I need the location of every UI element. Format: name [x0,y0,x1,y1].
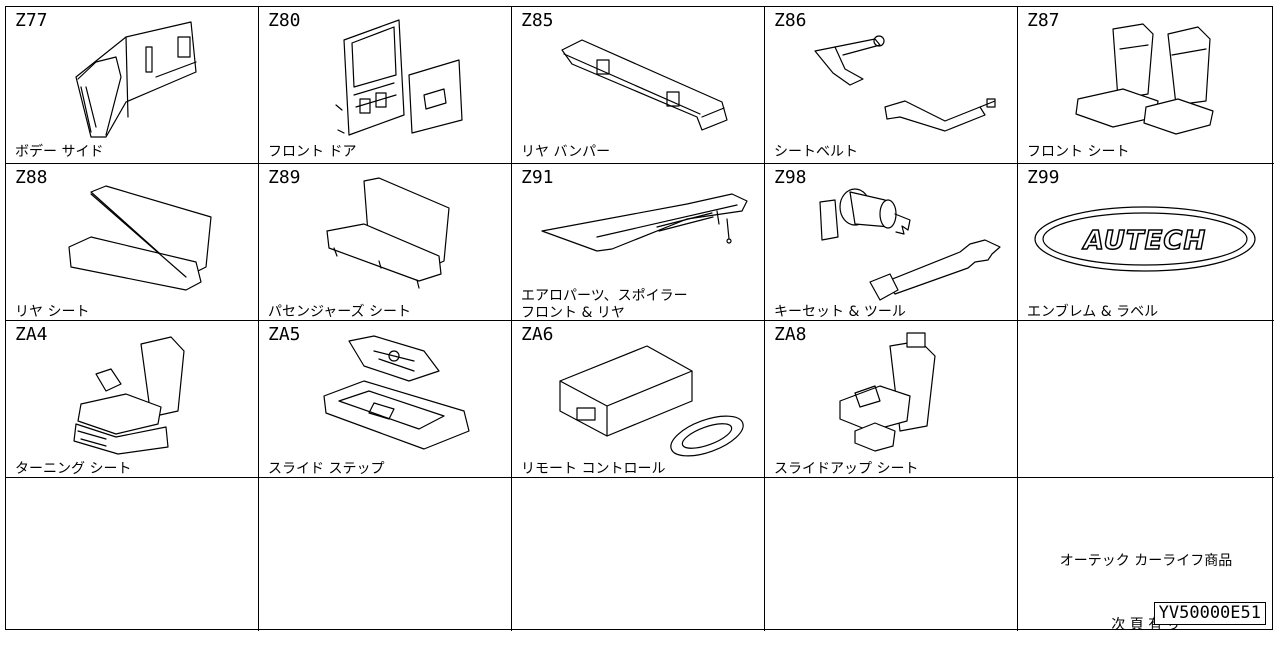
slide-step-icon [323,335,470,450]
note-line-1: オーテック カーライフ商品 [1059,553,1233,569]
emblem-icon: AUTECH [1034,206,1256,272]
part-code: Z88 [15,167,48,188]
part-label: ターニング シート [15,461,132,477]
part-label: スライドアップ シート [774,461,919,477]
part-label: エンブレム & ラベル [1027,304,1159,320]
next-page-note: オーテック カーライフ商品 次 頁 有 り [1018,518,1274,666]
cell-empty-r3c5 [1018,321,1274,478]
part-label: スライド ステップ [268,461,385,477]
body-side-panel-icon [75,21,197,138]
part-code: Z77 [15,10,48,31]
part-label: キーセット & ツール [774,304,906,320]
parts-catalog-grid: Z77 ボデー サイド Z80 フロント ドア Z85 [5,6,1274,633]
remote-control-icon [559,345,744,457]
part-code: Z80 [268,10,301,31]
emblem-text: AUTECH [1082,226,1206,256]
part-label: フロント シート [1027,144,1130,160]
part-label: リモート コントロール [521,461,666,477]
seat-belt-icon [814,35,996,132]
cell-empty-r4c2 [259,478,512,631]
part-label: リヤ バンパー [521,144,611,160]
slide-up-seat-icon [839,332,936,452]
part-code: ZA8 [774,324,807,345]
part-label: ボデー サイド [15,144,104,160]
cell-z99[interactable]: Z99 AUTECH エンブレム & ラベル [1018,164,1274,321]
part-code: ZA6 [521,324,554,345]
part-label: リヤ シート [15,304,90,320]
turning-seat-icon [73,336,185,455]
cell-note: オーテック カーライフ商品 次 頁 有 り [1018,478,1274,633]
part-code: Z91 [521,167,554,188]
part-code: Z87 [1027,10,1060,31]
part-label: エアロパーツ、スポイラー フロント & リヤ [521,288,688,321]
cell-empty-r4c4 [765,478,1018,631]
front-seat-icon [1075,23,1214,135]
part-label: パセンジャーズ シート [268,304,412,320]
cell-empty-r4c3 [512,478,765,631]
part-label: シートベルト [774,144,858,160]
part-code: Z85 [521,10,554,31]
cell-empty-r4c1 [6,478,259,631]
cell-za8[interactable]: ZA8 スライドアップ シート [765,321,1018,478]
part-code: Z98 [774,167,807,188]
cell-za5[interactable]: ZA5 スライド ステップ [259,321,512,478]
cell-z89[interactable]: Z89 パセンジャーズ シート [259,164,512,321]
part-number-box: YV50000E51 [1153,602,1266,625]
aero-spoiler-icon [541,193,748,252]
passenger-seat-icon [326,177,450,289]
cell-z87[interactable]: Z87 フロント シート [1018,7,1274,164]
part-code: Z86 [774,10,807,31]
cell-z85[interactable]: Z85 リヤ バンパー [512,7,765,164]
rear-bumper-icon [561,39,728,131]
front-door-icon [335,19,463,136]
part-code: ZA5 [268,324,301,345]
part-code: Z99 [1027,167,1060,188]
part-label: フロント ドア [268,144,357,160]
part-code: ZA4 [15,324,48,345]
cell-z91[interactable]: Z91 エアロパーツ、スポイラー フロント & リヤ [512,164,765,321]
part-code: Z89 [268,167,301,188]
cell-z88[interactable]: Z88 リヤ シート [6,164,259,321]
cell-za4[interactable]: ZA4 ターニング シート [6,321,259,478]
cell-z98[interactable]: Z98 キーセット & ツール [765,164,1018,321]
key-tools-icon [819,188,1001,301]
rear-seat-icon [68,185,212,291]
cell-z86[interactable]: Z86 シートベルト [765,7,1018,164]
cell-z80[interactable]: Z80 フロント ドア [259,7,512,164]
cell-z77[interactable]: Z77 ボデー サイド [6,7,259,164]
cell-za6[interactable]: ZA6 リモート コントロール [512,321,765,478]
